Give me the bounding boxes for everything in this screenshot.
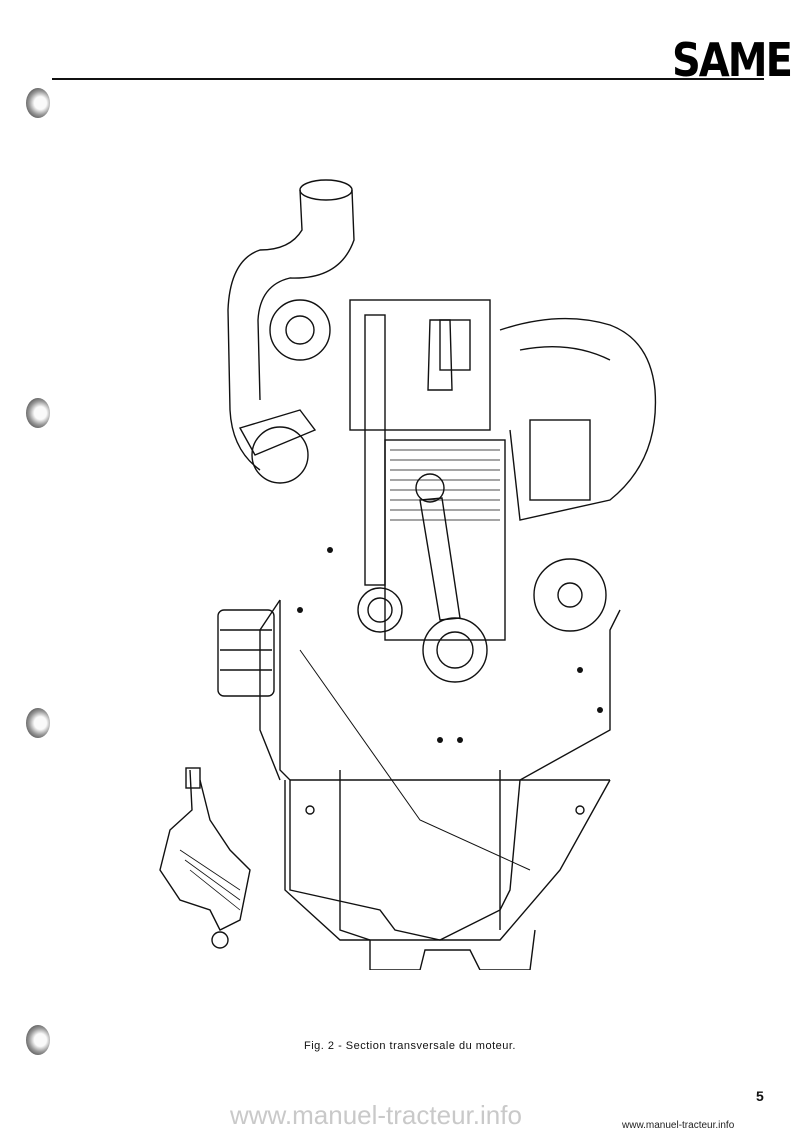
engine-cross-section-drawing bbox=[159, 179, 657, 970]
header-rule bbox=[52, 78, 764, 80]
detail-view bbox=[159, 767, 251, 949]
oil-sump bbox=[284, 779, 611, 970]
dipstick bbox=[299, 649, 531, 871]
page-number: 5 bbox=[756, 1088, 764, 1104]
fan-shroud bbox=[499, 317, 657, 632]
engine-block bbox=[259, 599, 621, 941]
same-logo: SAME bbox=[672, 34, 793, 88]
figure-caption: Fig. 2 - Section transversale du moteur. bbox=[304, 1040, 516, 1052]
watermark: www.manuel-tracteur.info bbox=[230, 1100, 522, 1130]
cooling-fins bbox=[390, 449, 500, 521]
intake-pipe bbox=[227, 179, 355, 484]
binder-hole bbox=[26, 1025, 50, 1055]
binder-hole bbox=[26, 708, 50, 738]
bolts bbox=[297, 547, 603, 743]
oil-filter bbox=[217, 609, 275, 697]
binder-hole bbox=[26, 88, 50, 118]
cylinder-head bbox=[349, 299, 491, 586]
watermark-small: www.manuel-tracteur.info bbox=[622, 1120, 735, 1131]
binder-hole bbox=[26, 398, 50, 428]
cylinder bbox=[357, 439, 506, 683]
